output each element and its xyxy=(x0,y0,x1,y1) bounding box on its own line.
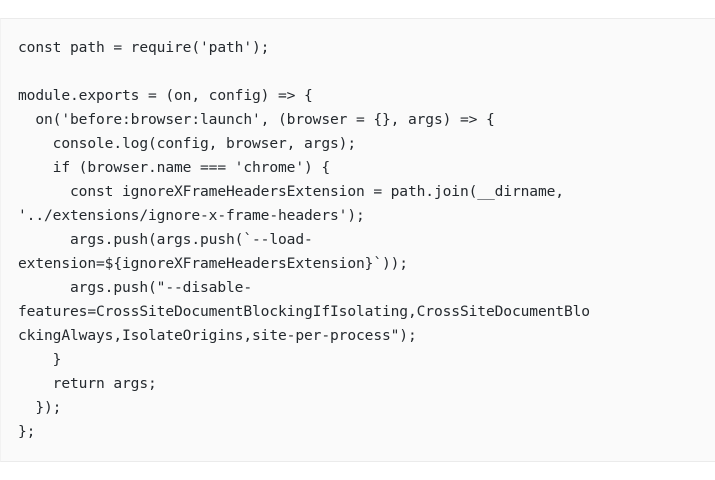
code-line: ckingAlways,IsolateOrigins,site-per-proc… xyxy=(18,327,417,344)
code-line: args.push(args.push(`--load- xyxy=(18,231,313,248)
code-line: const ignoreXFrameHeadersExtension = pat… xyxy=(18,183,564,200)
code-line: on('before:browser:launch', (browser = {… xyxy=(18,111,495,128)
code-line: } xyxy=(18,351,62,368)
code-line: return args; xyxy=(18,375,157,392)
code-block: const path = require('path'); module.exp… xyxy=(0,18,715,462)
code-line: extension=${ignoreXFrameHeadersExtension… xyxy=(18,255,408,272)
code-line: args.push("--disable- xyxy=(18,279,252,296)
code-line: console.log(config, browser, args); xyxy=(18,135,356,152)
code-line: if (browser.name === 'chrome') { xyxy=(18,159,330,176)
top-spacer xyxy=(0,0,715,18)
code-line: }; xyxy=(18,423,36,440)
code-content[interactable]: const path = require('path'); module.exp… xyxy=(1,36,715,444)
code-line: module.exports = (on, config) => { xyxy=(18,87,313,104)
code-line: const path = require('path'); xyxy=(18,39,270,56)
code-line: features=CrossSiteDocumentBlockingIfIsol… xyxy=(18,303,590,320)
code-line: }); xyxy=(18,399,62,416)
bottom-spacer xyxy=(0,462,715,479)
code-line: '../extensions/ignore-x-frame-headers'); xyxy=(18,207,365,224)
